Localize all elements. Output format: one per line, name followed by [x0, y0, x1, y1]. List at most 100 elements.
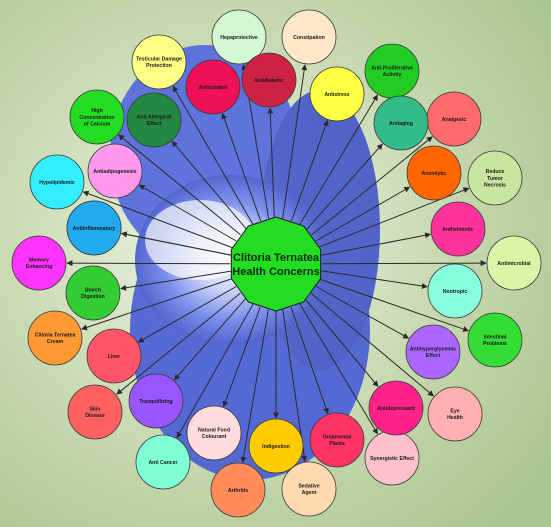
connector-arrow	[315, 186, 411, 242]
concern-node: Antistress	[309, 66, 365, 122]
concern-node-label: Cream	[47, 339, 64, 345]
connector-arrow	[240, 309, 269, 463]
concern-node-circle	[66, 200, 122, 256]
concern-node-circle	[248, 418, 304, 474]
concern-node-circle	[467, 312, 523, 368]
concern-node: Anxiolytic	[406, 145, 462, 201]
concern-node-circle	[309, 412, 365, 468]
concern-node-label: Anthelmintic	[442, 227, 474, 233]
concern-node-label: Constipation	[293, 35, 325, 41]
concern-node-circle	[27, 310, 83, 366]
connector-arrow	[171, 140, 247, 230]
concern-node-label: Testicular Damage	[136, 57, 182, 63]
connector-arrow	[321, 232, 432, 256]
connector-arrow	[174, 298, 247, 381]
concern-node-label: Antidepressant	[377, 406, 415, 412]
concern-node: Tranquillizing	[128, 373, 184, 429]
concern-node-circle	[281, 9, 337, 65]
concern-node-label: Hepaprotective	[220, 35, 258, 41]
connector-arrow	[321, 270, 428, 289]
concern-node-label: Clitoria Ternatea	[35, 333, 76, 339]
concern-node-label: Antiinflammatory	[73, 226, 116, 232]
concern-node-circle	[241, 52, 297, 108]
connector-arrows	[66, 64, 487, 463]
concern-node-label: Activity	[383, 72, 402, 78]
center-title-line-1: Clitoria Ternatea	[233, 252, 320, 264]
concern-node-label: Anti Cancer	[148, 460, 177, 466]
concern-node-label: Effect	[147, 121, 162, 127]
concern-node-circle	[467, 150, 523, 206]
concern-node-circle	[373, 95, 429, 151]
concern-node-label: Digestion	[81, 294, 105, 300]
concern-node-circle	[65, 265, 121, 321]
concern-node-label: Eye	[450, 409, 459, 415]
connector-arrow	[299, 94, 379, 225]
connector-arrow	[137, 286, 237, 343]
concern-node-circle	[427, 386, 483, 442]
connector-arrow	[267, 107, 275, 219]
connector-arrow	[306, 143, 383, 230]
concern-node-label: High	[91, 108, 103, 114]
concern-node-circle	[87, 143, 143, 199]
connector-arrow	[120, 231, 231, 256]
concern-node-label: Natural Food	[198, 428, 230, 434]
concern-node-label: Skin	[90, 407, 101, 413]
concern-node-label: Indigestion	[262, 444, 290, 450]
concern-node: Liver	[86, 328, 142, 384]
connector-arrow	[138, 184, 237, 242]
concern-node-label: Antioxidant	[199, 85, 228, 91]
concern-node-circle	[368, 380, 424, 436]
concern-node-label: Enhancing	[26, 264, 53, 270]
concern-node-circle	[86, 328, 142, 384]
concern-node: Indigestion	[248, 418, 304, 474]
center-title-line-2: Health Concerns	[232, 266, 319, 278]
connector-arrow	[81, 278, 233, 331]
concern-node-label: Ornamental	[323, 435, 352, 441]
concern-node-circle	[29, 154, 85, 210]
concern-node-label: Intestinal	[484, 335, 507, 341]
concern-node-label: Antiadipogenesis	[93, 169, 136, 175]
concern-node: Antioxidant	[185, 59, 241, 115]
connector-arrow	[291, 119, 329, 221]
concern-node-label: Antiaging	[389, 121, 413, 127]
concern-node-circle	[131, 34, 187, 90]
concern-node-label: Necrosis	[484, 182, 506, 188]
concern-node-label: Arthritis	[228, 488, 248, 494]
concern-node-circle	[405, 324, 461, 380]
concern-node-label: Sedative	[298, 484, 319, 490]
concern-node-label: Health	[447, 415, 463, 421]
concern-node-label: Disease	[85, 413, 105, 419]
connector-arrow	[221, 112, 262, 221]
concern-node-circle	[128, 373, 184, 429]
concern-node-label: Antihyperglycemic	[410, 347, 457, 353]
concern-node: Antiaging	[373, 95, 429, 151]
concern-node-label: Antidiabetic	[254, 78, 284, 84]
concern-node-circle	[67, 384, 123, 440]
concern-node-label: Colourant	[202, 434, 227, 440]
concern-node-circle	[126, 92, 182, 148]
concern-node-label: Effect	[426, 353, 441, 359]
concern-node: Anthelmintic	[430, 201, 486, 257]
concern-node-label: Concentration	[79, 115, 114, 121]
connector-arrow	[315, 286, 410, 339]
concern-node-label: Synergistic Effect	[370, 456, 414, 462]
connector-arrow	[118, 134, 241, 236]
concern-node-circle	[406, 145, 462, 201]
connector-arrow	[120, 270, 231, 291]
concern-node-circle	[211, 9, 267, 65]
concern-node-label: Antimicrobial	[497, 261, 531, 267]
concern-node: Hypolipidemic	[29, 154, 85, 210]
concern-node: Antiinflammatory	[66, 200, 122, 256]
concern-node-circle	[186, 405, 242, 461]
concern-node: Hepaprotective	[211, 9, 267, 65]
